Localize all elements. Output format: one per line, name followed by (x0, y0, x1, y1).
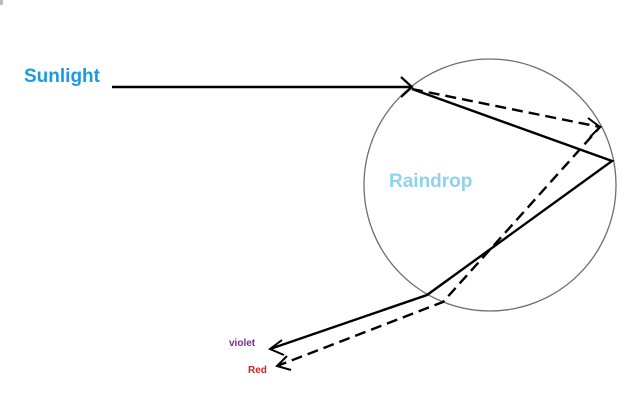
incoming-arrowhead (400, 76, 414, 98)
red-ray (276, 87, 603, 368)
red-arrowhead (275, 355, 292, 371)
corner-mark (0, 0, 3, 5)
sunlight-label: Sunlight (24, 66, 100, 87)
raindrop-circle (363, 58, 617, 312)
violet-label: violet (229, 338, 256, 349)
raindrop-label: Raindrop (389, 171, 473, 192)
violet-arrowhead (268, 339, 285, 356)
violet-ray (269, 87, 615, 351)
red-inner-arrowhead (587, 117, 602, 138)
red-label: Red (248, 365, 267, 376)
